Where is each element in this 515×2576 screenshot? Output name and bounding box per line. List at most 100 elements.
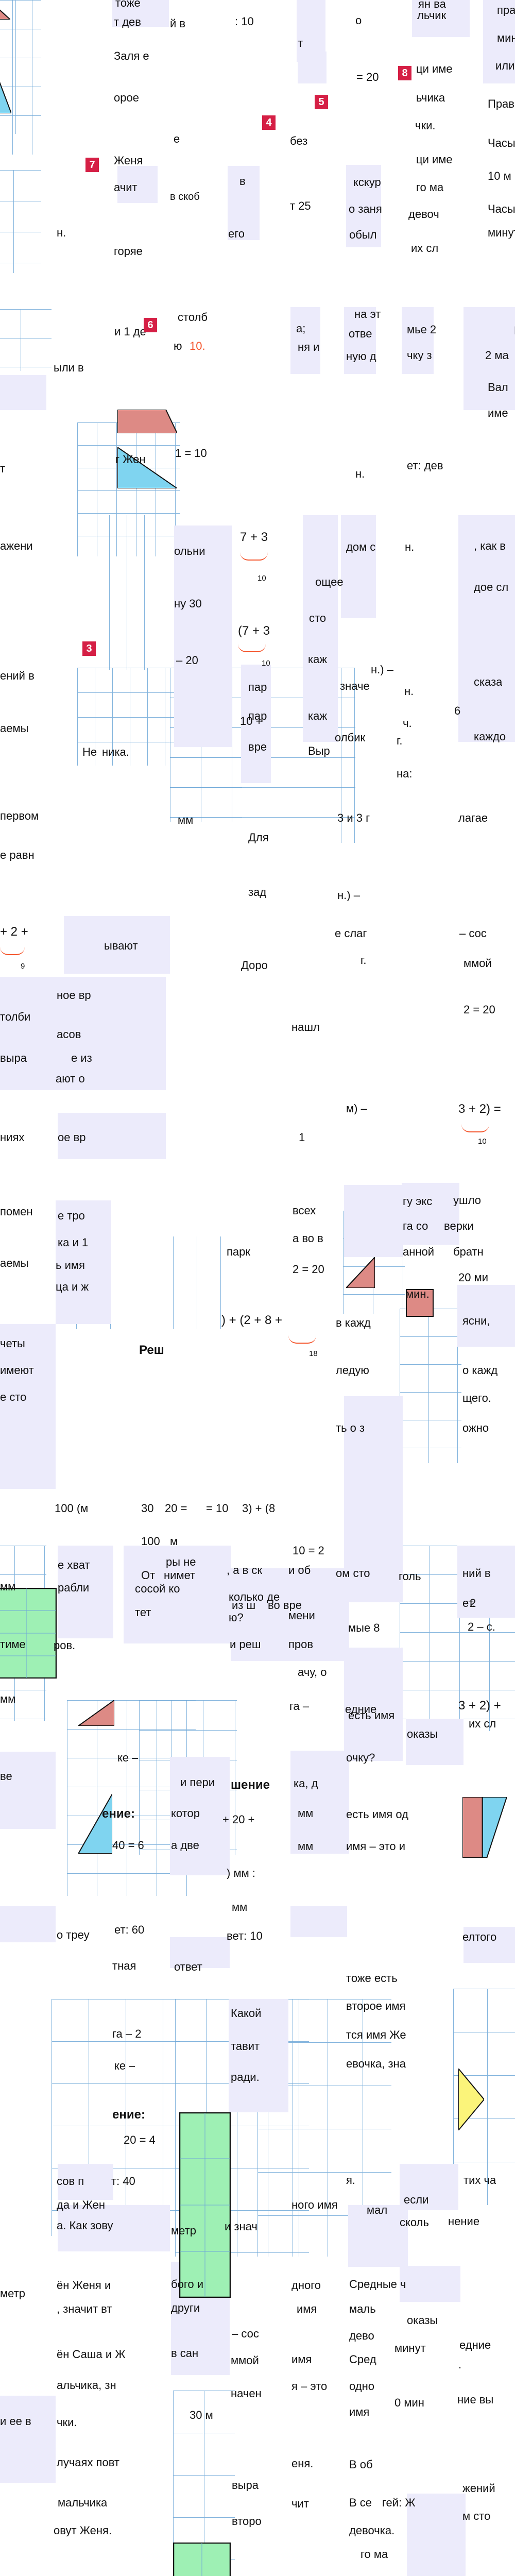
text-fragment: (7 + 3 [238, 624, 270, 638]
text-fragment: сосой ко [135, 1583, 180, 1595]
text-fragment: ясни, [462, 1315, 490, 1327]
text-fragment: Не [82, 746, 97, 758]
text-fragment: 2 = 20 [464, 1004, 495, 1016]
text-fragment: , как в [474, 540, 506, 552]
text-fragment: альчика, зн [57, 2379, 116, 2392]
text-highlight-box [170, 1757, 230, 1875]
text-fragment: его [228, 228, 245, 240]
grid-patch [173, 1236, 225, 1329]
text-fragment: ци име [416, 63, 453, 75]
text-fragment: чит [291, 2498, 309, 2510]
text-highlight-box [228, 166, 260, 240]
text-fragment: , а в ск [227, 1564, 262, 1577]
text-fragment: ю? [229, 1612, 244, 1624]
text-fragment: ледую [336, 1364, 369, 1377]
text-fragment: во вре [268, 1599, 302, 1612]
text-fragment: ет: 60 [114, 1924, 145, 1936]
text-fragment: га со [403, 1220, 428, 1232]
text-fragment: парк [227, 1246, 251, 1258]
task-number-badge-7[interactable]: 7 [85, 158, 99, 172]
text-fragment: 0 мин [394, 2397, 424, 2409]
text-fragment: ) + (2 + 8 + [221, 1314, 283, 1327]
text-fragment: ное вр [57, 989, 91, 1002]
text-fragment: имя [291, 2353, 312, 2366]
text-fragment: орое [114, 92, 139, 104]
text-fragment: Выр [308, 745, 330, 757]
text-fragment: – 20 [176, 654, 198, 667]
text-fragment: 3 + 2) + [458, 1699, 501, 1713]
text-fragment: 2 ма [485, 349, 509, 362]
text-fragment: ние вы [457, 2394, 494, 2406]
text-fragment: ушло [453, 1194, 481, 1207]
text-fragment: о кажд [462, 1364, 498, 1377]
text-highlight-box [229, 1999, 288, 2112]
task-number-badge-6[interactable]: 6 [144, 318, 157, 332]
text-fragment: метр [171, 2225, 196, 2237]
text-highlight-box [458, 515, 515, 742]
task-number-badge-4[interactable]: 4 [262, 115, 276, 130]
text-fragment: ради. [231, 2071, 260, 2083]
text-fragment: мм [298, 1840, 314, 1853]
text-fragment: одно [349, 2380, 374, 2393]
text-fragment: каж [308, 710, 328, 722]
text-fragment: Заля е [114, 50, 149, 62]
text-fragment: Сред [349, 2353, 376, 2366]
text-fragment: ение: [102, 1807, 135, 1821]
text-fragment: ольни [174, 545, 205, 557]
text-fragment: сколь [400, 2216, 429, 2229]
grid-patch [0, 170, 41, 273]
text-highlight-box [348, 2205, 408, 2267]
text-fragment: всех [293, 1205, 316, 1217]
text-fragment: мальчика [58, 2497, 108, 2509]
text-fragment: дом с [346, 541, 376, 553]
text-fragment: едние [345, 1703, 377, 1716]
task-number-badge-3[interactable]: 3 [82, 641, 96, 656]
text-fragment: шение [231, 1778, 270, 1792]
text-fragment: и 1 де [114, 326, 146, 338]
text-fragment: пров [288, 1638, 314, 1651]
text-fragment: а. Как зову [57, 2219, 113, 2232]
text-fragment: ю [174, 340, 182, 352]
geometry-shape-bar-green [179, 2112, 231, 2298]
text-fragment: 100 (м [55, 1502, 89, 1515]
text-fragment: г Жен [115, 453, 146, 466]
text-highlight-box [344, 1396, 403, 1602]
text-fragment: мье 2 [407, 324, 437, 336]
text-fragment: братн [453, 1246, 484, 1258]
text-fragment: н.) – [371, 664, 393, 676]
text-fragment: сто [309, 612, 327, 624]
text-fragment: начен [231, 2387, 262, 2400]
text-fragment: без [290, 135, 308, 147]
task-number-badge-5[interactable]: 5 [315, 95, 328, 109]
text-fragment: ение: [112, 2108, 145, 2122]
text-fragment: ет. [462, 1597, 476, 1609]
text-fragment: е слаг [335, 927, 367, 940]
text-fragment: г. [397, 735, 403, 747]
text-highlight-box [303, 515, 338, 742]
text-fragment: нашл [291, 1021, 320, 1033]
text-fragment: едние [459, 2339, 491, 2351]
text-fragment: В об [349, 2459, 373, 2471]
text-highlight-box [406, 1719, 464, 1765]
text-fragment: горяе [114, 245, 143, 258]
text-fragment: помен [0, 1206, 33, 1218]
text-fragment: 20 ми [458, 1272, 488, 1284]
text-fragment: ом сто [336, 1567, 370, 1580]
text-fragment: 100 [141, 1535, 160, 1548]
text-fragment: ци име [416, 154, 453, 166]
text-fragment: тих ча [464, 2174, 496, 2187]
text-fragment: Средные ч [349, 2278, 406, 2291]
task-number-badge-8[interactable]: 8 [398, 66, 411, 80]
text-fragment: минут [488, 227, 515, 239]
text-fragment: бого и [171, 2278, 204, 2291]
text-fragment: ну 30 [174, 598, 202, 610]
text-fragment: и об [288, 1564, 311, 1577]
text-fragment: ений в [0, 670, 35, 682]
text-fragment: ня и [298, 341, 320, 353]
text-fragment: Женя [114, 155, 143, 167]
text-fragment: мени [288, 1609, 315, 1622]
text-fragment: о заня [349, 203, 382, 215]
grid-patch [12, 0, 33, 155]
text-fragment: мм [0, 1693, 16, 1705]
text-fragment: имеют [0, 1364, 34, 1377]
